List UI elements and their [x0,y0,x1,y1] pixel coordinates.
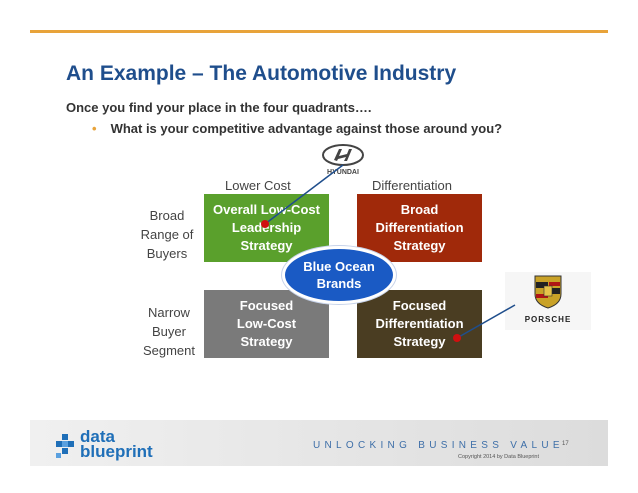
row-label-narrow-text: Narrow Buyer Segment [142,305,196,358]
page-number: 17 [562,441,569,447]
porsche-connector-line [456,304,516,339]
quadrant-focused-low-cost: Focused Low-Cost Strategy [204,290,329,358]
footer-bar [30,420,608,466]
porsche-crest-icon: PORSCHE [525,275,572,324]
slide-title: An Example – The Automotive Industry [66,62,457,85]
row-label-broad: Broad Range of Buyers [134,206,200,263]
row-label-narrow: Narrow Buyer Segment [134,303,204,360]
porsche-logo: PORSCHE [505,272,591,330]
quadrant-focused-differentiation-label: Focused Differentiation Strategy [375,298,464,349]
hyundai-logo: HYUNDAI [320,144,366,176]
data-blueprint-logo: data blueprint [54,427,184,462]
footer-tagline: UNLOCKING BUSINESS VALUE [313,440,564,451]
quadrant-focused-low-cost-label: Focused Low-Cost Strategy [236,298,297,349]
quadrant-broad-differentiation: Broad Differentiation Strategy [357,194,482,262]
quadrant-overall-low-cost-label: Overall Low-Cost Leadership Strategy [213,202,320,253]
quadrant-overall-low-cost: Overall Low-Cost Leadership Strategy [204,194,329,262]
brand-name-bottom: blueprint [80,442,153,461]
footer-copyright: Copyright 2014 by Data Blueprint [458,454,540,460]
hyundai-connector-line [264,164,344,225]
hyundai-logo-icon: HYUNDAI [322,144,364,176]
brand-name-top: data [80,427,115,446]
porsche-marker-dot [453,334,461,342]
blue-ocean-ellipse: Blue Ocean Brands [282,246,396,304]
porsche-logo-text: PORSCHE [525,315,572,324]
bullet-item: • What is your competitive advantage agai… [92,121,502,136]
quadrant-broad-differentiation-label: Broad Differentiation Strategy [375,202,464,253]
column-label-differentiation: Differentiation [372,178,452,193]
top-accent-bar [30,30,608,33]
bullet-text: What is your competitive advantage again… [110,121,503,136]
row-label-broad-text: Broad Range of Buyers [140,208,194,261]
bullet-dot-icon: • [92,121,97,136]
blue-ocean-label: Blue Ocean Brands [303,259,375,291]
slide-subtitle: Once you find your place in the four qua… [66,100,372,115]
data-blueprint-mark-icon [56,434,74,458]
hyundai-logo-text: HYUNDAI [327,169,359,176]
quadrant-focused-differentiation: Focused Differentiation Strategy [357,290,482,358]
column-label-lower-cost: Lower Cost [225,178,291,193]
hyundai-marker-dot [261,220,269,228]
